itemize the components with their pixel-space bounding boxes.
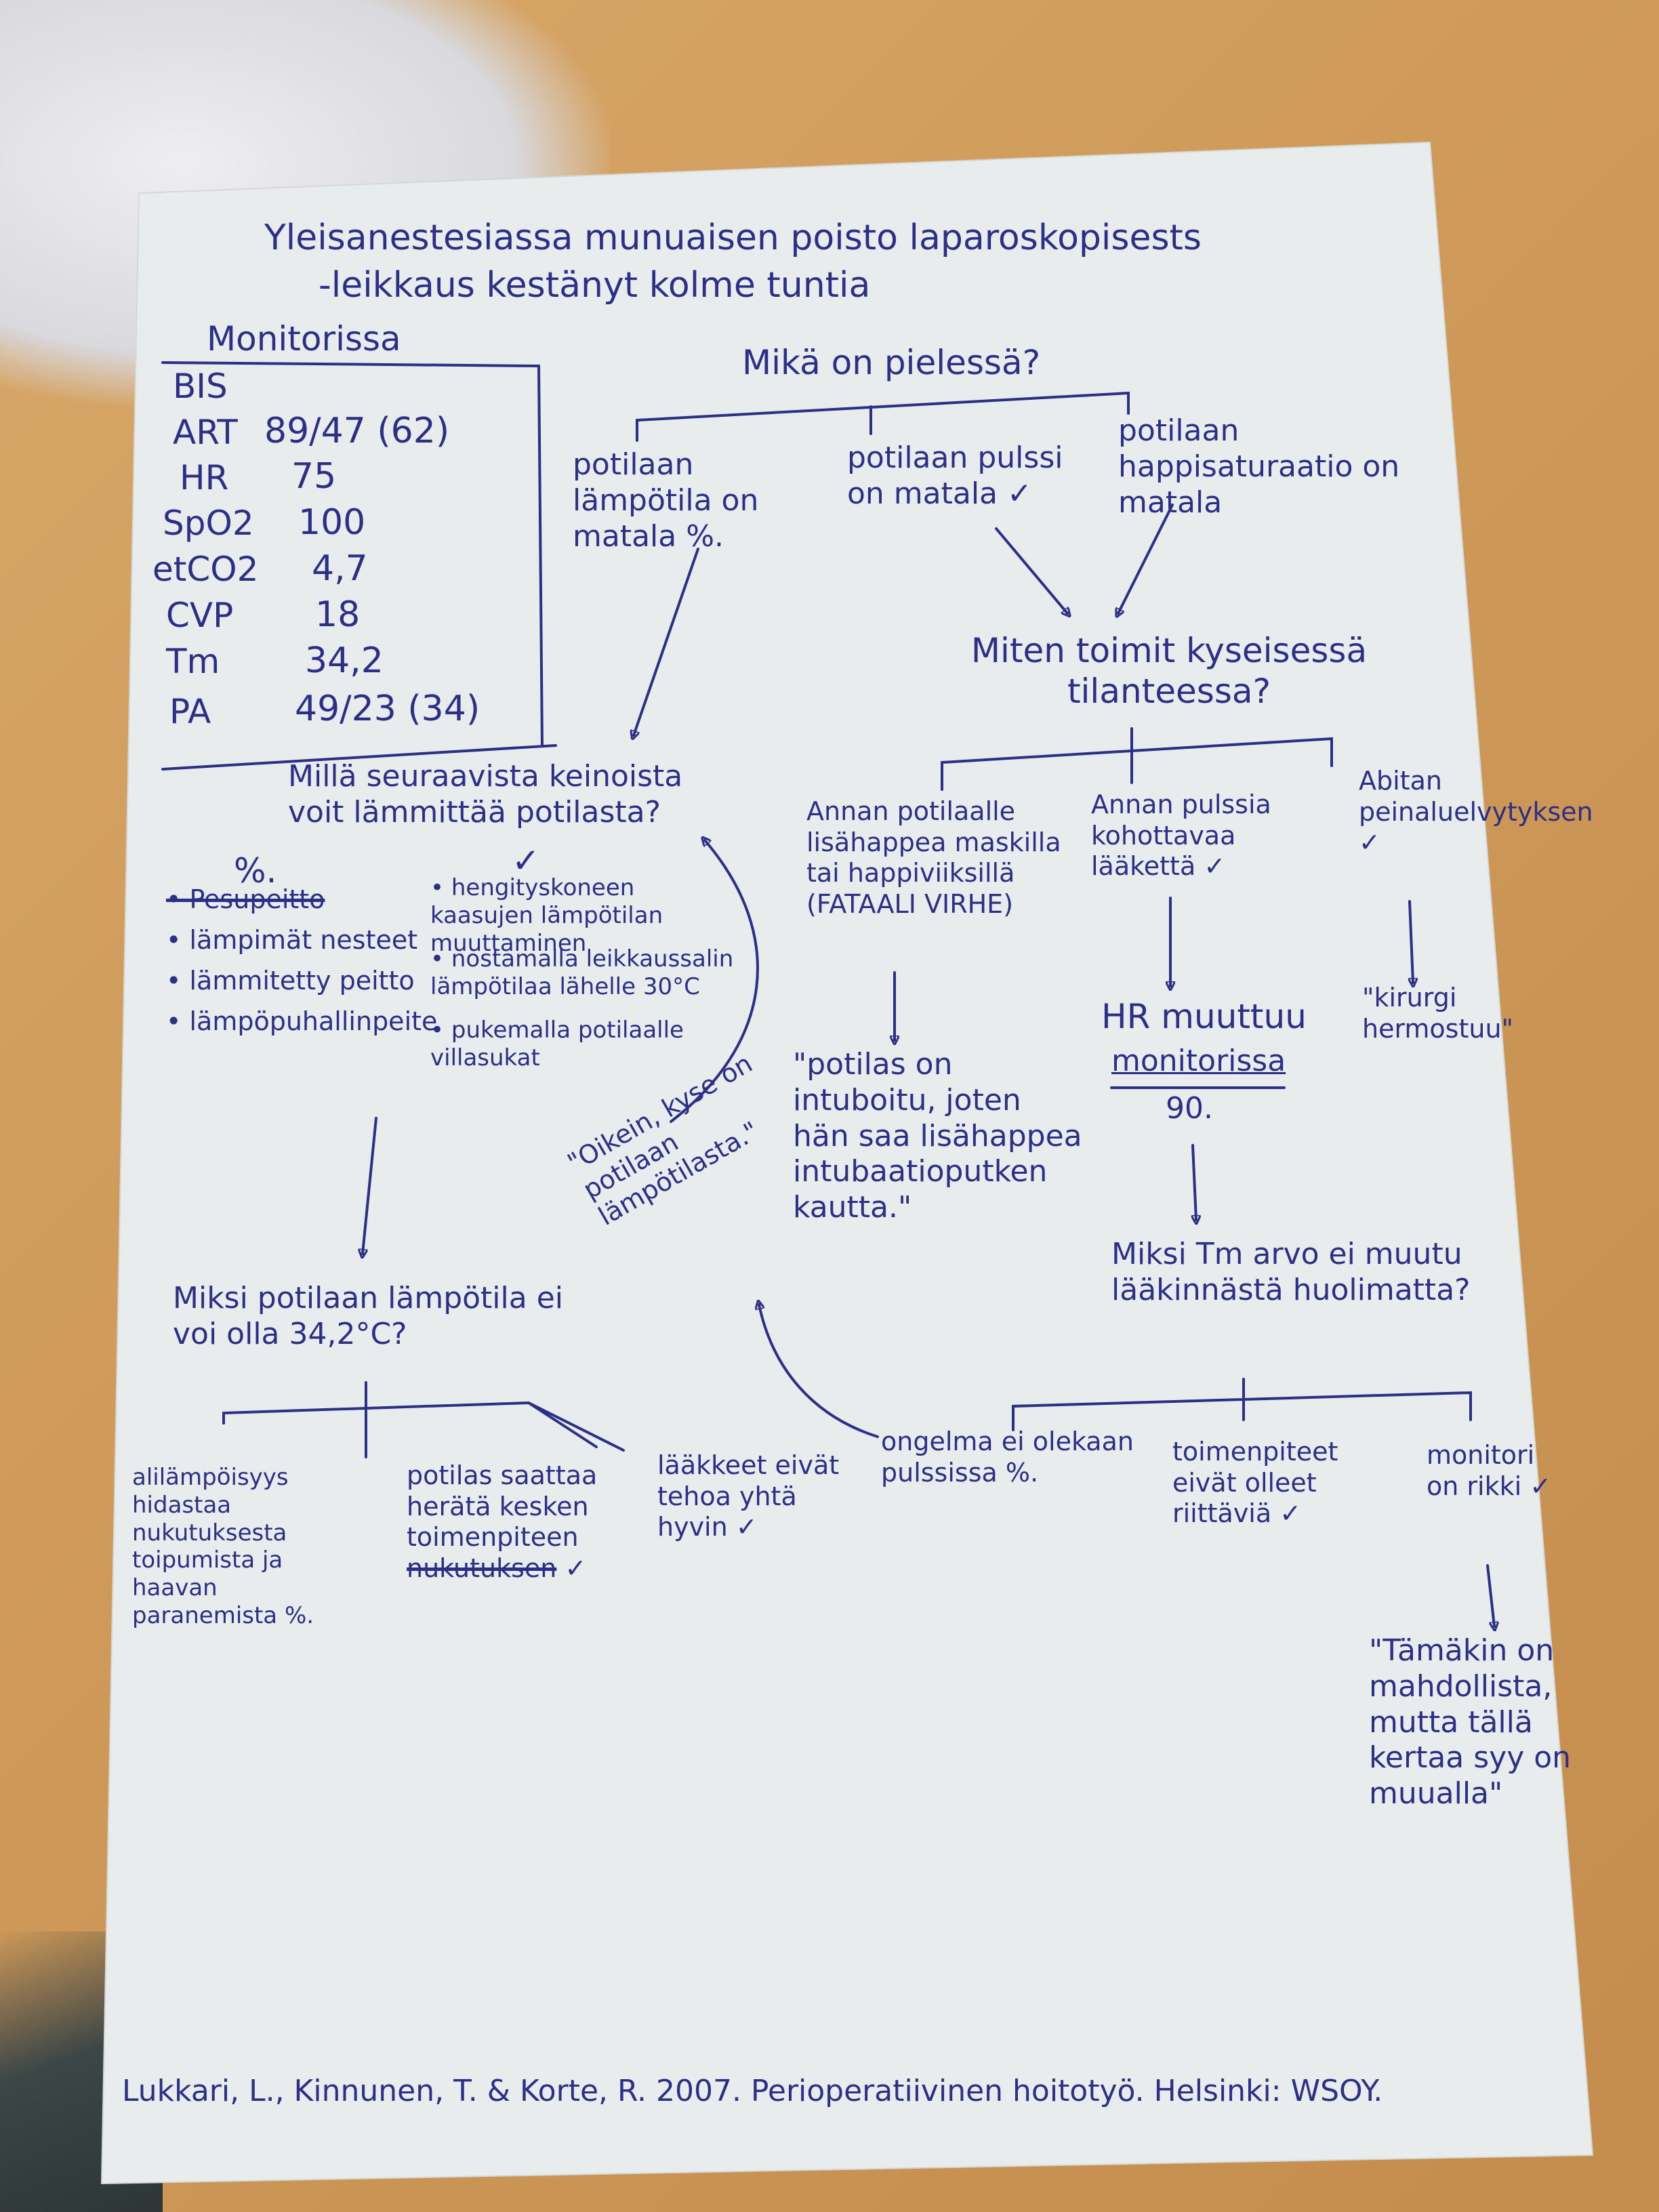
arrow-curve-up (670, 840, 759, 1123)
option-cpr: Abitan peinaluelvytyksen ✓ (1359, 766, 1593, 859)
check-mark: ✓ (1359, 827, 1380, 858)
arrow-temp-down (634, 548, 699, 735)
option-text: potilaan lämpötila on matala (573, 447, 759, 554)
title-line2: -leikkaus kestänyt kolme tuntia (319, 265, 871, 306)
list-item: • pukemalla potilaalle villasukat (430, 1017, 684, 1071)
monitor-value: 4,7 (312, 548, 368, 589)
list-item: • nostamalla leikkaussalin lämpötilaa lä… (430, 945, 734, 1000)
monitor-heading: Monitorissa (207, 319, 401, 359)
result-oxygen: "potilas on intuboitu, joten hän saa lis… (793, 1047, 1082, 1225)
list-item: • lämmitetty peitto (166, 966, 415, 996)
option-pulse: potilaan pulssi on matala ✓ (847, 441, 1078, 512)
question-act: Miten toimit kyseisessä tilanteessa? (970, 631, 1368, 711)
problem-not-pulse: ongelma ei olekaan pulssissa %. (881, 1427, 1139, 1488)
arrow-hr-to-tm (1193, 1144, 1196, 1220)
tm-reason-monitor: monitori on rikki ✓ (1427, 1440, 1562, 1502)
paper-shape (100, 141, 1594, 2185)
monitor-value: 49/23 (34) (295, 689, 480, 729)
temp-reason-medicine: lääkkeet eivät tehoa yhtä hyvin ✓ (657, 1450, 854, 1543)
bracket-act (941, 727, 1333, 791)
question-main: Mikä on pielessä? (742, 343, 1041, 382)
option-text: Annan pulssia kohottavaa lääkettä (1091, 790, 1271, 882)
monitor-value: 89/47 (62) (264, 411, 450, 451)
arrow-sat-down (1118, 504, 1174, 613)
option-saturation: potilaan happisaturaatio on matala (1118, 413, 1430, 520)
check-mark: ✓ (1007, 476, 1032, 511)
list-item: • Pesupeitto (166, 884, 325, 914)
check-mark: ✓ (1279, 1498, 1302, 1529)
check-mark: ✓ (735, 1512, 758, 1542)
monitor-separator (161, 744, 557, 771)
mark-wrong: %. (1005, 1457, 1039, 1488)
check-mark: ✓ (1204, 851, 1226, 882)
monitor-box-line (161, 361, 544, 747)
option-text: Annan potilaalle lisähappea maskilla tai… (806, 796, 1061, 888)
arrow-warm-down (363, 1117, 377, 1254)
reference-citation: Lukkari, L., Kinnunen, T. & Korte, R. 20… (122, 2074, 1383, 2108)
result-hr-line3: 90. (1166, 1091, 1213, 1126)
problem-text: ongelma ei olekaan pulssissa (881, 1427, 1134, 1488)
monitor-label: BIS (173, 367, 228, 406)
monitor-value: 34,2 (305, 640, 384, 681)
monitor-label: PA (169, 692, 211, 731)
list-item: • hengityskoneen kaasujen lämpötilan muu… (430, 874, 663, 957)
monitor-value: 100 (298, 502, 366, 543)
monitor-value: 75 (291, 456, 337, 497)
monitor-value: 18 (315, 594, 361, 635)
option-oxygen: Annan potilaalle lisähappea maskilla tai… (806, 796, 1078, 920)
monitor-label: ART (173, 413, 238, 452)
mark-wrong: %. (234, 851, 277, 890)
list-item: • lämpimät nesteet (166, 925, 418, 955)
temp-reason-healing: alilämpöisyys hidastaa nukutuksesta toip… (132, 1464, 369, 1630)
question-tm: Miksi Tm arvo ei muutu lääkinnästä huoli… (1111, 1237, 1471, 1307)
option-text: potilaan happisaturaatio on matala (1118, 413, 1400, 520)
monitor-label: etCO2 (152, 550, 259, 589)
monitor-label: CVP (166, 596, 234, 635)
option-temperature: potilaan lämpötila on matala %. (573, 447, 817, 554)
arrow-monitor-down (1486, 1564, 1494, 1626)
reason-text: alilämpöisyys hidastaa nukutuksesta toip… (132, 1464, 289, 1629)
monitor-label: Tm (166, 642, 220, 681)
struck-word: nukutuksen (407, 1553, 557, 1583)
reason-text: lääkkeet eivät tehoa yhtä hyvin (657, 1450, 840, 1542)
arrow-pulse-down (995, 527, 1067, 613)
mark-wrong: %. (686, 518, 724, 554)
reason-text: potilas saattaa herätä kesken toimenpite… (407, 1460, 598, 1553)
bracket-main (636, 391, 1130, 442)
bracket-temp (222, 1381, 625, 1458)
monitor-label: HR (180, 458, 229, 497)
list-item: • lämpöpuhallinpeite (166, 1006, 438, 1036)
check-mark: ✓ (565, 1553, 587, 1583)
option-text: potilaan pulssi on matala (847, 441, 1063, 511)
question-temp: Miksi potilaan lämpötila ei voi olla 34,… (173, 1281, 563, 1351)
option-medicine: Annan pulssia kohottavaa lääkettä ✓ (1091, 790, 1335, 882)
reason-text: monitori on rikki (1427, 1440, 1535, 1501)
question-warm: Millä seuraavista keinoista voit lämmitt… (288, 759, 683, 830)
result-hr-line1: HR muuttuu (1101, 997, 1307, 1036)
arrow-curve-left (759, 1305, 879, 1438)
reason-text: toimenpiteet eivät olleet riittäviä (1172, 1437, 1338, 1529)
mark-wrong: %. (284, 1601, 314, 1629)
check-mark: ✓ (1530, 1471, 1552, 1501)
option-text: Abitan peinaluelvytyksen (1359, 766, 1593, 827)
title-line1: Yleisanestesiassa munuaisen poisto lapar… (264, 218, 1202, 258)
quote-monitor: "Tämäkin on mahdollista, mutta tällä ker… (1369, 1633, 1572, 1811)
tm-reason-insufficient: toimenpiteet eivät olleet riittäviä ✓ (1172, 1437, 1349, 1530)
fatal-error-note: (FATAALI VIRHE) (806, 888, 1014, 919)
arrow-surgeon-down (1410, 900, 1413, 983)
monitor-label: SpO2 (163, 504, 254, 543)
result-surgeon: "kirurgi hermostuu" (1362, 983, 1514, 1044)
bracket-tm (1012, 1378, 1472, 1431)
check-mark: ✓ (512, 841, 540, 880)
temp-reason-waking: potilas saattaa herätä kesken toimenpite… (407, 1460, 610, 1584)
result-hr-line2: monitorissa (1111, 1044, 1286, 1078)
